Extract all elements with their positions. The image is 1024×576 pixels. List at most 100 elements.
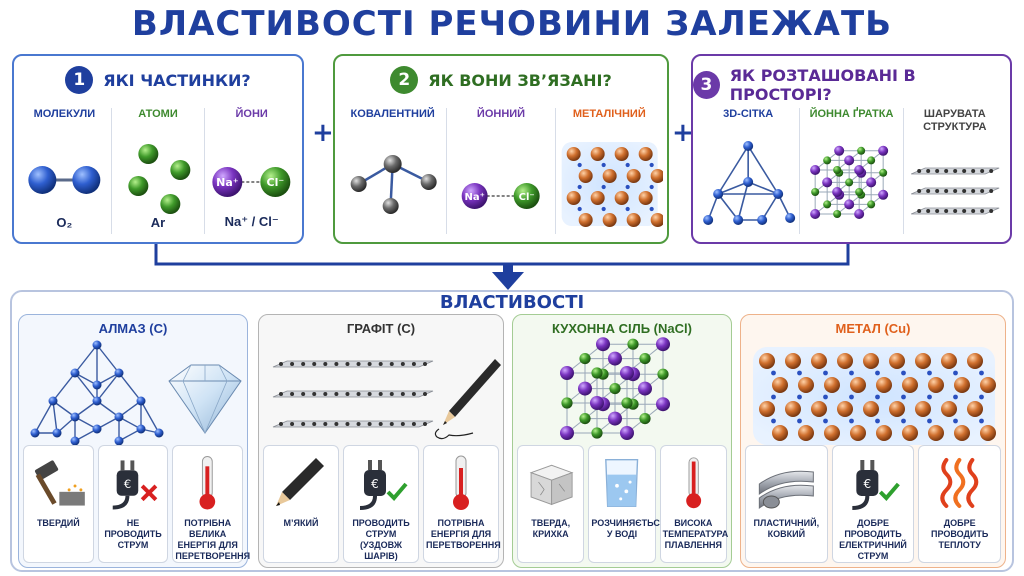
chloride-ion xyxy=(845,178,854,187)
cl-ion-label: Cl⁻ xyxy=(267,176,285,189)
sodium-ion xyxy=(834,145,845,156)
electron xyxy=(875,418,880,424)
electron xyxy=(901,394,906,400)
copper-atom xyxy=(928,377,944,393)
graphene-layer xyxy=(272,390,434,398)
copper-atom xyxy=(915,353,931,369)
chloride-ion xyxy=(621,397,633,409)
copper-atom xyxy=(850,425,866,441)
column-label: ЙОННА ҐРАТКА xyxy=(809,108,894,120)
carbon-atom xyxy=(114,368,124,378)
salt-cube-icon xyxy=(529,464,574,506)
copper-atom xyxy=(638,147,653,161)
carbon-atom xyxy=(52,428,62,438)
graphene-layer xyxy=(272,420,434,428)
copper-atom xyxy=(876,377,892,393)
feature-electric: € ДОБРЕ ПРОВОДИТЬ ЕЛЕКТРИЧНИЙ СТРУМ xyxy=(831,445,915,563)
copper-atom xyxy=(863,353,879,369)
chloride-ion xyxy=(657,368,669,380)
properties-section xyxy=(10,290,1014,572)
sodium-ion xyxy=(866,177,877,188)
na-ion-label: Na⁺ xyxy=(216,176,239,189)
electron xyxy=(797,370,802,376)
copper-atom xyxy=(638,191,653,205)
argon-atoms-icon xyxy=(128,144,191,214)
feature-text: ВИСОКА ТЕМПЕРАТУРА ПЛАВЛЕННЯ xyxy=(662,518,729,550)
sodium-ion xyxy=(608,411,622,426)
copper-atom xyxy=(850,377,866,393)
column-label: ЙОННИЙ xyxy=(476,108,526,120)
electron xyxy=(979,370,984,376)
thermometer-icon xyxy=(453,455,469,510)
carbon-atom xyxy=(114,412,124,422)
electron xyxy=(771,418,776,424)
copper-atom xyxy=(614,147,629,161)
plus-sign: + xyxy=(672,118,694,148)
copper-atom xyxy=(578,213,593,227)
card-title: ГРАФІТ (C) xyxy=(346,321,416,336)
ionic-lattice-icon xyxy=(810,145,889,219)
chloride-ion xyxy=(823,200,832,209)
copper-atom xyxy=(772,425,788,441)
sodium-ion xyxy=(854,209,865,219)
column-ionic: ЙОННИЙ Na⁺ Cl⁻ xyxy=(447,108,556,234)
chloride-ion xyxy=(867,156,876,165)
copper-atom xyxy=(590,191,605,205)
copper-atom xyxy=(798,425,814,441)
electron xyxy=(601,206,606,212)
chloride-ion xyxy=(591,427,603,439)
electron xyxy=(979,394,984,400)
feature-hard: ТВЕРДИЙ xyxy=(23,445,94,563)
metallic-bond-icon xyxy=(561,142,663,227)
card-title: КУХОННА СІЛЬ (NaCl) xyxy=(552,321,692,336)
carbon-atom xyxy=(92,396,102,406)
copper-atom xyxy=(785,353,801,369)
column-label: 3D-СІТКА xyxy=(723,108,774,120)
panel-title-particles: ЯКІ ЧАСТИНКИ? xyxy=(103,70,251,90)
column-ionic-lattice: ЙОННА ҐРАТКА xyxy=(800,108,904,234)
feature-malleable: ПЛАСТИЧНИЙ, КОВКИЙ xyxy=(745,445,828,563)
main-title: ВЛАСТИВОСТІ РЕЧОВИНИ ЗАЛЕЖАТЬ xyxy=(131,4,893,44)
electron xyxy=(625,206,630,212)
electron xyxy=(771,394,776,400)
electron xyxy=(953,394,958,400)
svg-text:€: € xyxy=(123,477,130,491)
panel-arrangement: 3 ЯК РОЗТАШОВАНІ В ПРОСТОРІ? 3D-СІТКА ЙО… xyxy=(691,54,1012,244)
column-covalent: КОВАЛЕНТНИЙ xyxy=(339,108,448,234)
sodium-ion xyxy=(578,381,592,396)
plug-cross-icon: € xyxy=(112,460,157,510)
sodium-ion xyxy=(810,209,821,219)
copper-atom xyxy=(772,377,788,393)
electron xyxy=(649,162,654,168)
heat-waves-icon xyxy=(940,458,979,508)
feature-heat: ДОБРЕ ПРОВОДИТЬ ТЕПЛОТУ xyxy=(918,445,1002,563)
electron xyxy=(797,394,802,400)
chloride-ion xyxy=(591,367,603,379)
electron xyxy=(979,418,984,424)
panel-title-arrangement: ЯК РОЗТАШОВАНІ В ПРОСТОРІ? xyxy=(729,66,916,104)
thermometer-icon xyxy=(199,456,216,510)
copper-atom xyxy=(566,191,581,205)
sodium-ion xyxy=(822,177,833,188)
electron xyxy=(823,394,828,400)
chloride-ion xyxy=(867,200,876,209)
column-metallic: МЕТАЛІЧНИЙ xyxy=(556,108,663,234)
copper-atom xyxy=(824,377,840,393)
feature-dissolves: РОЗЧИНЯЄТЬСЯ У ВОДІ xyxy=(588,445,666,563)
copper-atom xyxy=(650,213,663,227)
copper-atom xyxy=(626,169,641,183)
electron xyxy=(875,394,880,400)
sodium-ion xyxy=(596,337,610,352)
column-label: ЙОНИ xyxy=(235,108,268,120)
copper-atom xyxy=(980,425,996,441)
electron xyxy=(823,418,828,424)
copper-atom xyxy=(811,401,827,417)
sodium-ion xyxy=(878,145,889,156)
beaker-icon xyxy=(605,458,639,508)
connector-arrow xyxy=(154,244,850,290)
carbon-atom xyxy=(30,428,40,438)
formula-o2: O₂ xyxy=(56,215,73,230)
feature-text: ТВЕРДИЙ xyxy=(36,518,80,528)
step-number-1: 1 xyxy=(65,66,94,94)
electron xyxy=(927,370,932,376)
